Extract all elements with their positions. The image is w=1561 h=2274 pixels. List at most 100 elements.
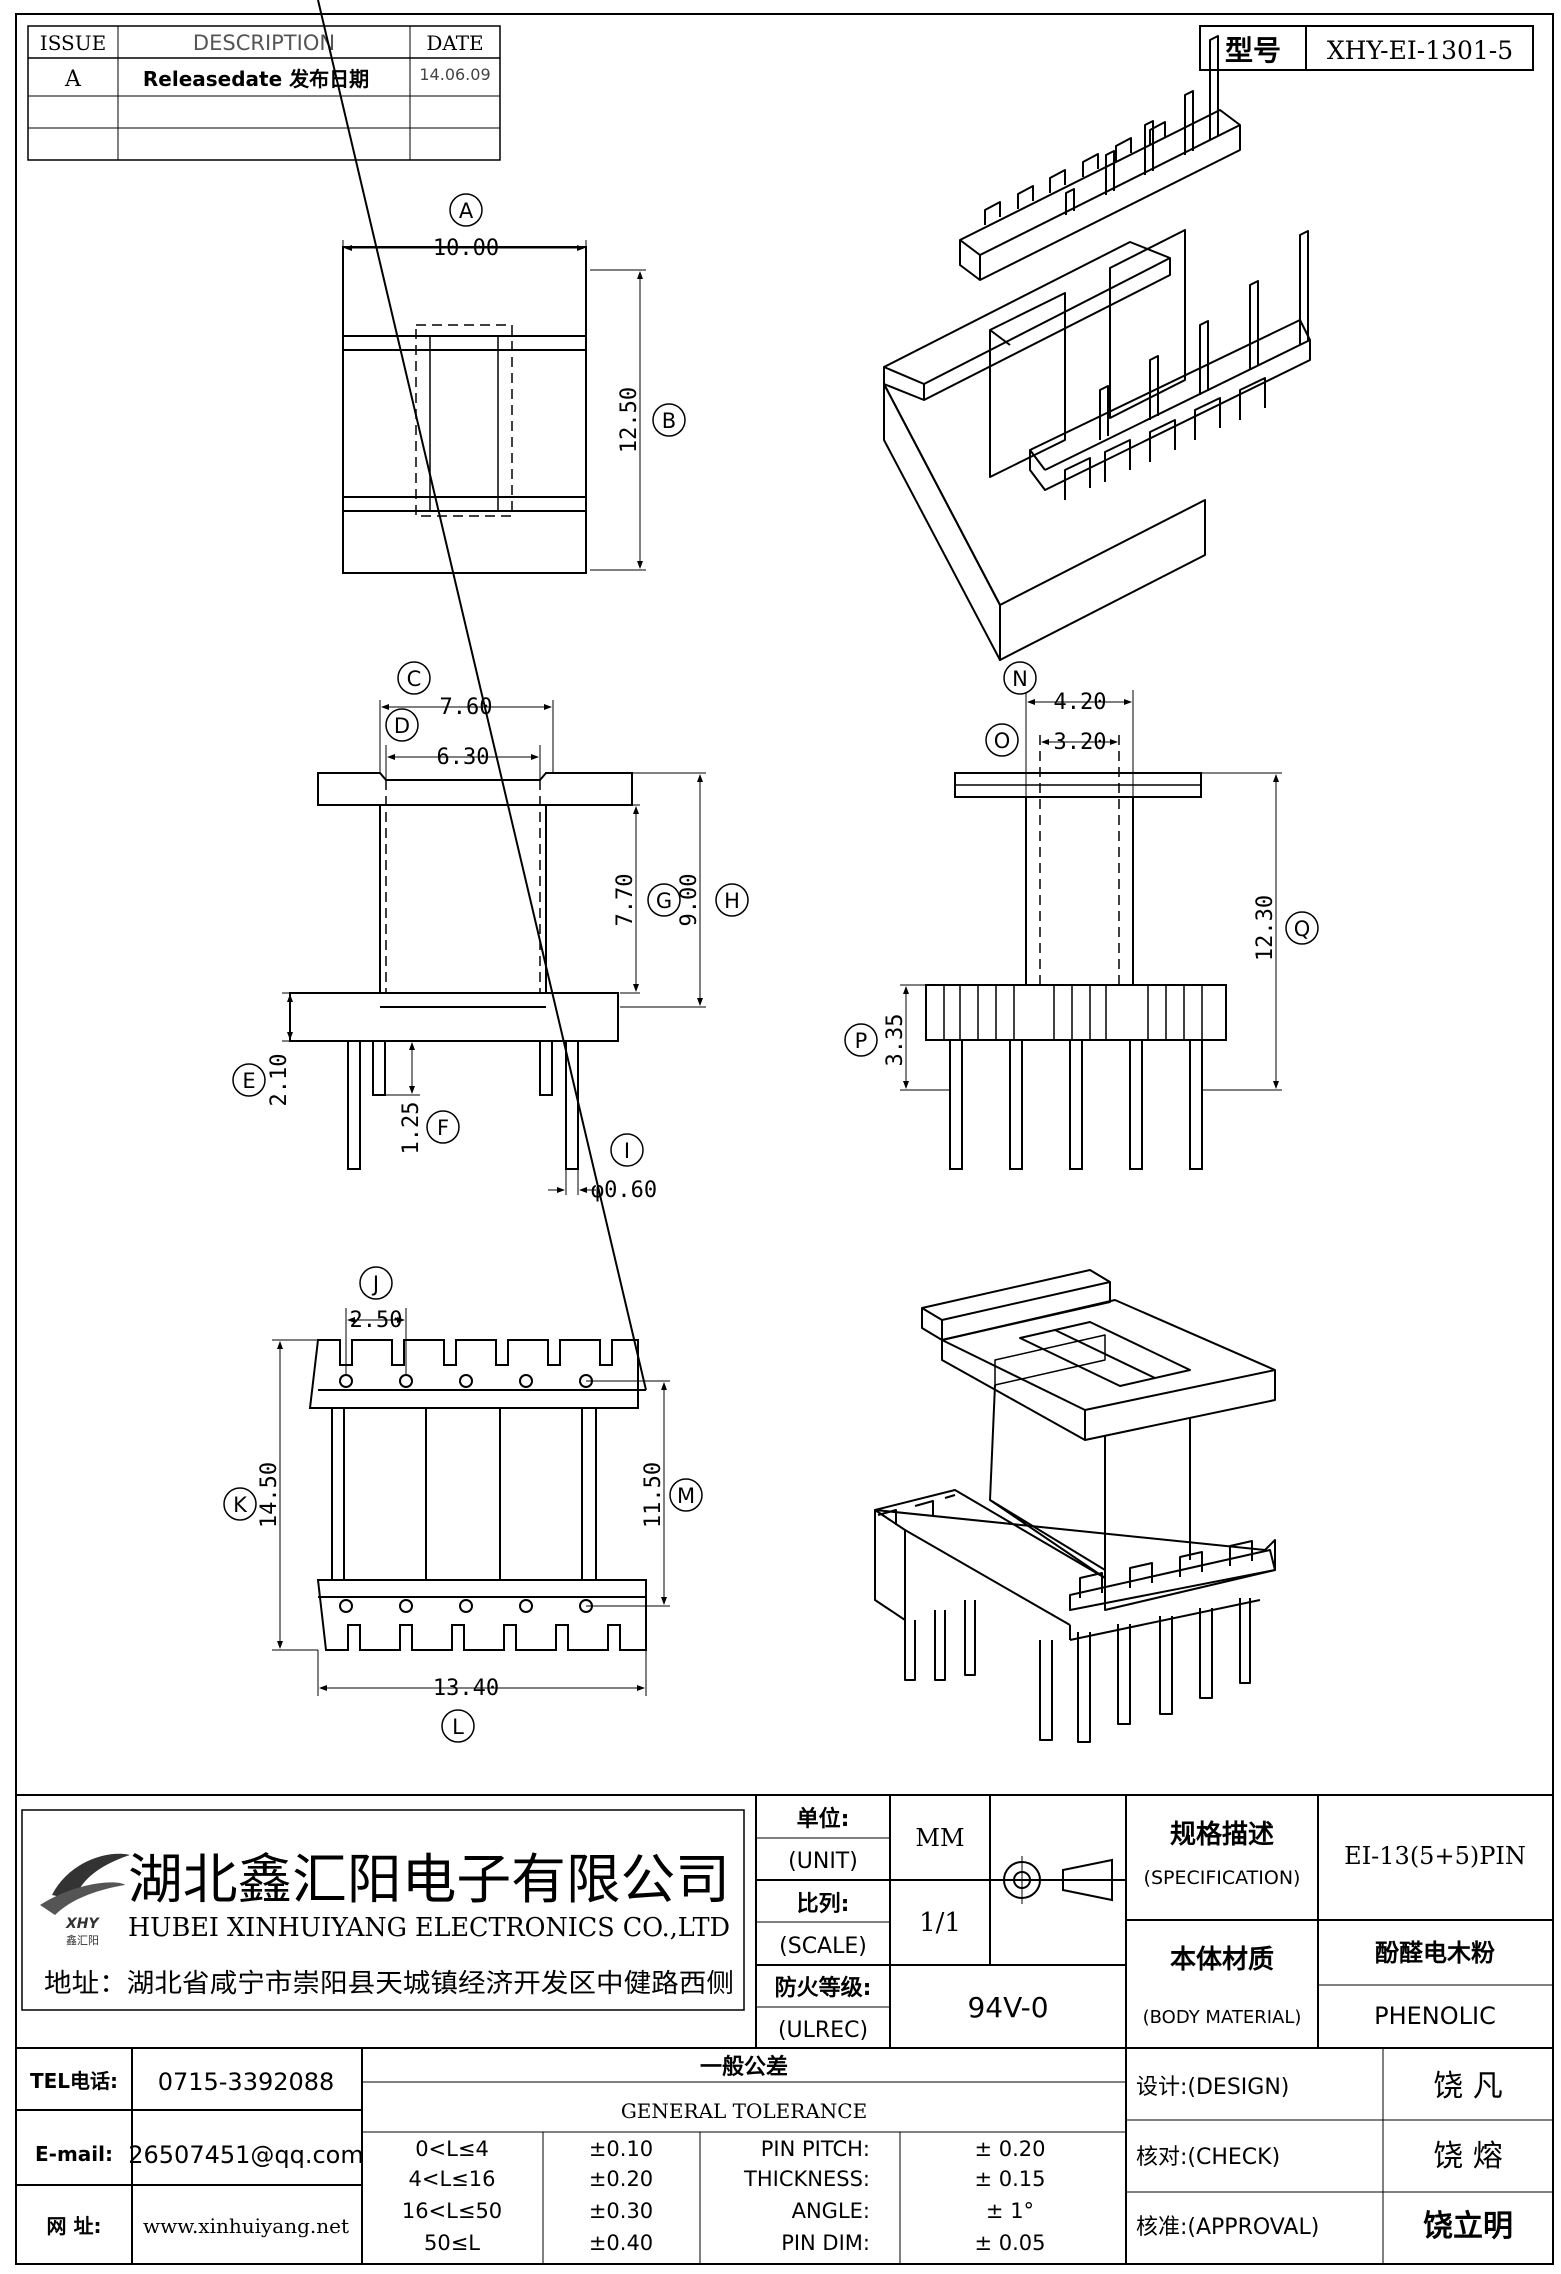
dim-K-label: K	[233, 1493, 248, 1517]
top-view	[342, 240, 646, 574]
dim-O-label: O	[994, 729, 1011, 753]
tolerance-item: PIN DIM:	[781, 2231, 870, 2255]
design-name: 饶 凡	[1433, 2069, 1503, 2104]
dim-B-value: 12.50	[617, 387, 642, 453]
isometric-view-2	[874, 1269, 1276, 1743]
check-label: 核对:(CHECK)	[1136, 2145, 1280, 2170]
rev-header-description: DESCRIPTION	[193, 31, 335, 55]
tel-label: TEL电话:	[30, 2069, 118, 2093]
dim-I-balloon	[610, 1133, 644, 1167]
side-view	[900, 690, 1282, 1170]
approval-name: 饶立明	[1423, 2209, 1513, 2244]
company-name-cn: 湖北鑫汇阳电子有限公司	[128, 1848, 730, 1911]
dim-F-balloon	[426, 1110, 460, 1144]
revision-table: ISSUE DESCRIPTION DATE A Releasedate 发布日…	[27, 25, 501, 161]
spec-value: EI-13(5+5)PIN	[1344, 1842, 1526, 1870]
dim-K-value: 14.50	[257, 1462, 282, 1528]
unit-label-cn: 单位:	[797, 1806, 850, 1832]
design-label: 设计:(DESIGN)	[1136, 2075, 1289, 2100]
dim-E-label: E	[242, 1069, 255, 1093]
dim-P-balloon	[844, 1023, 878, 1057]
tel-value: 0715-3392088	[158, 2068, 335, 2096]
model-label: 型号	[1225, 34, 1281, 67]
rev-row-1-description: Releasedate 发布日期	[143, 67, 369, 91]
bottom-view	[272, 0, 670, 1696]
check-name: 饶 熔	[1433, 2139, 1503, 2174]
ul-value: 94V-0	[967, 1991, 1048, 2024]
front-view	[282, 700, 706, 1195]
dim-O-value: 3.20	[1054, 730, 1107, 755]
company-name-en: HUBEI XINHUIYANG ELECTRONICS CO.,LTD	[128, 1913, 730, 1943]
sheet-border	[15, 13, 1554, 2265]
dim-L-label: L	[452, 1715, 464, 1739]
dim-M-label: M	[677, 1484, 695, 1508]
logo-sub: 鑫汇阳	[66, 1933, 99, 1947]
dim-C-label: C	[407, 667, 422, 691]
tolerance-item-value: ± 1°	[986, 2199, 1034, 2223]
spec-label-en: (SPECIFICATION)	[1144, 1867, 1301, 1889]
company-logo: XHY 鑫汇阳	[40, 1853, 130, 1947]
dim-F-value: 1.25	[399, 1102, 424, 1155]
tolerance-range: 50≤L	[424, 2231, 480, 2255]
dim-E-balloon	[232, 1063, 266, 1097]
material-label-en: (BODY MATERIAL)	[1143, 2007, 1302, 2028]
dim-J-value: 2.50	[350, 1308, 403, 1333]
company-address: 地址：湖北省咸宁市崇阳县天城镇经济开发区中健路西侧	[44, 1969, 734, 1999]
dim-J-balloon	[359, 1266, 393, 1300]
tolerance-ranges: 0<L≤4 4<L≤16 16<L≤50 50≤L ±0.10 ±0.20 ±0…	[402, 2137, 653, 2255]
tolerance-value: ±0.40	[589, 2231, 653, 2255]
unit-value: MM	[915, 1824, 964, 1852]
rev-header-date: DATE	[426, 31, 483, 55]
dim-L-value: 13.40	[433, 1676, 499, 1701]
scale-label-en: (SCALE)	[779, 1934, 867, 1959]
model-box: 型号 XHY-EI-1301-5	[1199, 25, 1534, 71]
dim-D-value: 6.30	[437, 745, 490, 770]
spec-label-cn: 规格描述	[1170, 1819, 1274, 1850]
rev-header-issue: ISSUE	[40, 31, 106, 55]
tolerance-title-cn: 一般公差	[700, 2054, 788, 2080]
dim-D-label: D	[394, 714, 410, 738]
dim-M-value: 11.50	[641, 1462, 666, 1528]
dim-K-balloon	[223, 1487, 257, 1521]
tolerance-value: ±0.20	[589, 2167, 653, 2191]
logo-text: XHY	[65, 1916, 101, 1932]
projection-symbol-icon	[998, 1856, 1118, 1904]
tolerance-items: PIN PITCH: THICKNESS: ANGLE: PIN DIM: ± …	[743, 2137, 1045, 2255]
tolerance-value: ±0.10	[589, 2137, 653, 2161]
email-value: 26507451@qq.com	[128, 2141, 364, 2169]
tolerance-item: THICKNESS:	[743, 2167, 870, 2191]
dim-H-balloon	[715, 883, 749, 917]
dim-C-balloon	[397, 661, 431, 695]
rev-row-1-date: 14.06.09	[419, 65, 490, 84]
tolerance-range: 16<L≤50	[402, 2199, 502, 2223]
rev-row-1-issue: A	[64, 67, 82, 92]
dim-Q-balloon	[1285, 911, 1319, 945]
dim-P-label: P	[855, 1029, 868, 1053]
tolerance-item: ANGLE:	[792, 2199, 870, 2223]
tolerance-range: 4<L≤16	[409, 2167, 496, 2191]
dim-A-label: A	[459, 199, 474, 223]
dim-P-value: 3.35	[883, 1014, 908, 1067]
ul-label-cn: 防火等级:	[775, 1975, 872, 2001]
dim-H-label: H	[724, 889, 740, 913]
scale-value: 1/1	[919, 1908, 961, 1938]
dim-G-label: G	[656, 889, 672, 913]
tolerance-item-value: ± 0.05	[974, 2231, 1045, 2255]
dim-Q-value: 12.30	[1253, 895, 1278, 961]
dim-B-label: B	[662, 409, 676, 433]
dim-A-value: 10.00	[433, 236, 499, 261]
dim-B-balloon	[652, 403, 686, 437]
dim-E-value: 2.10	[267, 1054, 292, 1107]
dim-N-balloon	[1003, 661, 1037, 695]
tolerance-item-value: ± 0.20	[974, 2137, 1045, 2161]
dim-G-balloon	[647, 883, 681, 917]
model-number: XHY-EI-1301-5	[1327, 36, 1513, 65]
dim-D-balloon	[385, 708, 419, 742]
dim-A-balloon	[449, 193, 483, 227]
dim-I-value: φ0.60	[591, 1178, 657, 1203]
web-value: www.xinhuiyang.net	[143, 2214, 349, 2238]
material-value-en: PHENOLIC	[1374, 2002, 1496, 2030]
tolerance-title-en: GENERAL TOLERANCE	[621, 2099, 867, 2123]
dim-J-label: J	[371, 1272, 379, 1296]
